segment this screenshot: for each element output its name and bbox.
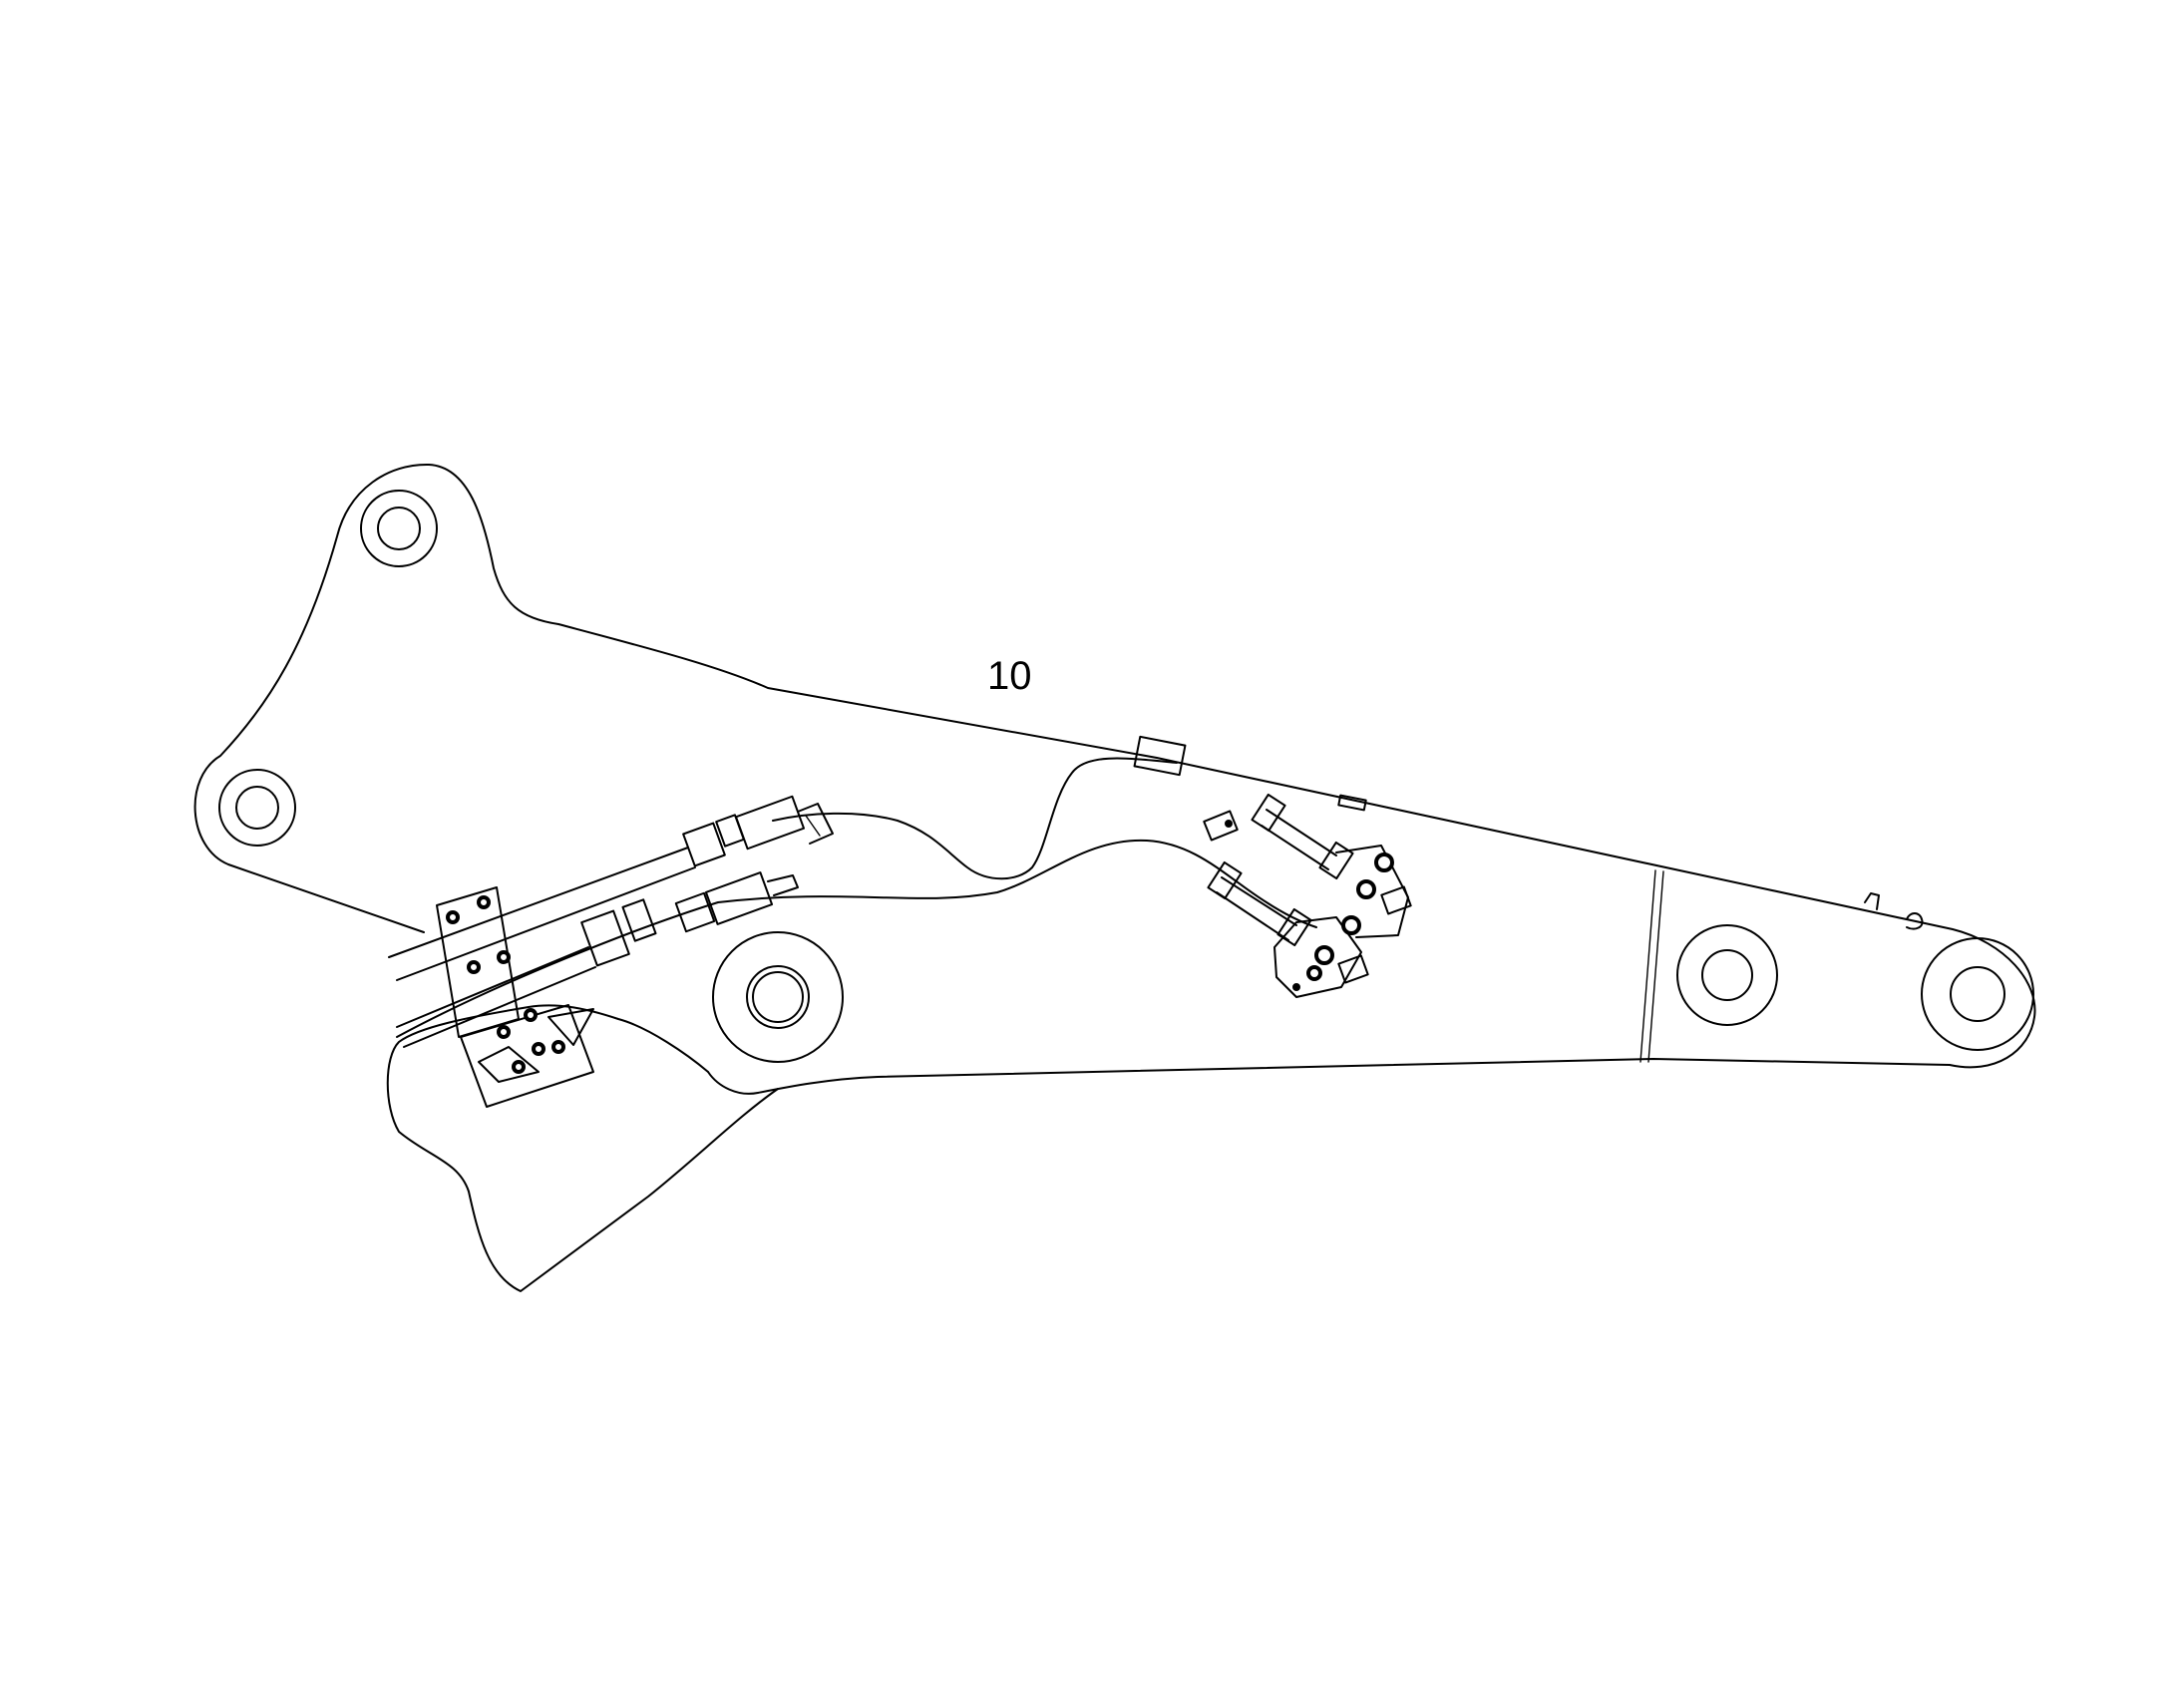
pin-hole-right1-outer	[1676, 924, 1778, 1026]
top-saddle-block	[1133, 735, 1187, 777]
pin-hole-left-inner	[235, 786, 279, 830]
pin-hole-top-outer	[360, 490, 438, 567]
hose-lower	[396, 839, 1317, 1038]
right-end-tab	[1864, 892, 1880, 910]
boom-outline	[193, 463, 2036, 1095]
right-end-hook	[1906, 912, 1924, 930]
right-fitting-cluster	[1203, 793, 1412, 998]
boom-lower-extension	[386, 1004, 779, 1292]
left-clamp-assembly	[436, 886, 594, 1108]
boom-inner-contour	[772, 757, 1178, 880]
callout-number: 10	[987, 654, 1032, 698]
section-divider	[1639, 869, 1664, 1063]
pin-hole-center-inner	[752, 971, 804, 1023]
pin-hole-right1-inner	[1701, 949, 1753, 1001]
top-small-tab	[1337, 794, 1367, 812]
pin-hole-left-outer	[218, 769, 296, 847]
pin-hole-center-mid	[746, 965, 810, 1029]
pin-hole-top-inner	[377, 507, 421, 550]
pin-hole-center-outer	[712, 931, 844, 1063]
pin-hole-right2-outer	[1921, 937, 2034, 1051]
pin-hole-right2-inner	[1950, 966, 2005, 1022]
